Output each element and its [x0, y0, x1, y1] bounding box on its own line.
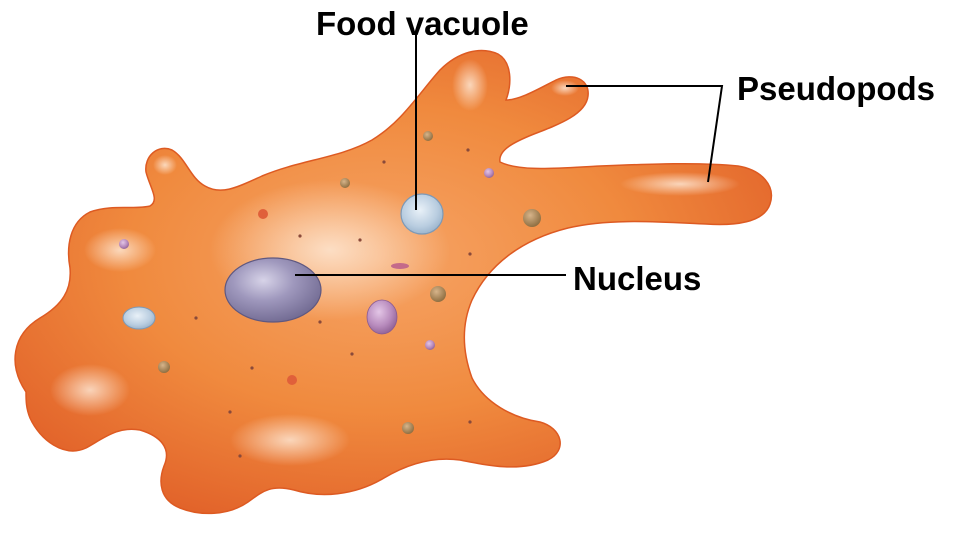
nucleus	[225, 258, 321, 322]
highlight	[620, 172, 740, 196]
vesicle	[423, 131, 433, 141]
particle	[194, 316, 197, 319]
particle	[238, 454, 241, 457]
particle	[318, 320, 321, 323]
vesicle	[258, 209, 268, 219]
vesicle	[367, 300, 397, 334]
particle	[250, 366, 253, 369]
nucleus-label: Nucleus	[573, 262, 701, 295]
vesicle	[391, 263, 409, 269]
particle	[228, 410, 231, 413]
vesicle	[484, 168, 494, 178]
vesicle	[158, 361, 170, 373]
highlight	[50, 364, 130, 416]
particle	[358, 238, 361, 241]
vesicle	[402, 422, 414, 434]
highlight	[153, 155, 177, 175]
particle	[382, 160, 385, 163]
pseudopods-label: Pseudopods	[737, 72, 935, 105]
highlight	[84, 228, 156, 272]
food-vacuole-small	[123, 307, 155, 329]
highlight	[551, 80, 579, 96]
particle	[350, 352, 353, 355]
highlight	[452, 59, 488, 111]
particle	[466, 148, 469, 151]
vesicle	[425, 340, 435, 350]
vesicle	[340, 178, 350, 188]
vesicle	[430, 286, 446, 302]
vesicle	[523, 209, 541, 227]
vesicle	[287, 375, 297, 385]
food-vacuole	[401, 194, 443, 234]
food-vacuole-label: Food vacuole	[316, 7, 529, 40]
particle	[298, 234, 301, 237]
vesicle	[119, 239, 129, 249]
particle	[468, 252, 471, 255]
particle	[468, 420, 471, 423]
highlight	[230, 414, 350, 466]
